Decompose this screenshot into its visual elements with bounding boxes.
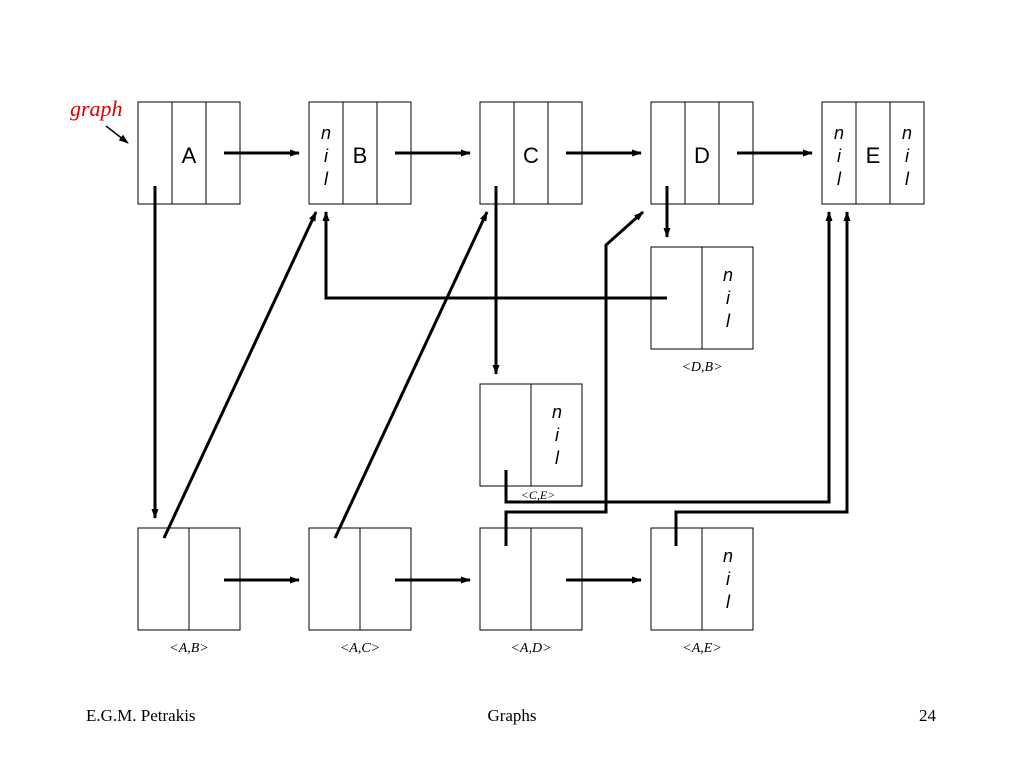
nil-letter: i: [324, 146, 329, 166]
nil-letter: n: [723, 265, 733, 285]
edge-label: <C,E>: [521, 488, 556, 502]
arrow-edge-db-to-b: [322, 211, 667, 300]
edge-node-a-c: <A,C>: [308, 527, 412, 656]
edge-node-a-e: n i l <A,E>: [650, 527, 754, 656]
vertex-label: A: [182, 143, 197, 168]
edge-label: <D,B>: [681, 360, 722, 375]
vertex-node-c: C: [479, 101, 583, 205]
graph-label: graph: [70, 96, 123, 121]
nil-letter: l: [905, 169, 910, 189]
edge-node-a-d: <A,D>: [479, 527, 583, 656]
nil-letter: n: [723, 546, 733, 566]
edge-label: <A,D>: [510, 641, 551, 656]
vertex-label: B: [353, 143, 368, 168]
nil-letter: n: [552, 402, 562, 422]
vertex-node-a: A: [137, 101, 241, 205]
nil-letter: l: [555, 448, 560, 468]
vertex-label: D: [694, 143, 710, 168]
arrow-edge-ab-to-b: [162, 211, 318, 539]
edge-node-a-b: <A,B>: [137, 527, 241, 656]
nil-letter: i: [726, 569, 731, 589]
edge-label: <A,C>: [340, 641, 380, 656]
graph-pointer-arrow: [105, 125, 129, 144]
edge-label: <A,B>: [169, 641, 209, 656]
nil-letter: i: [905, 146, 910, 166]
vertex-label: E: [866, 143, 881, 168]
nil-letter: n: [834, 123, 844, 143]
nil-letter: i: [837, 146, 842, 166]
nil-letter: i: [555, 425, 560, 445]
nil-letter: l: [726, 592, 731, 612]
footer-author: E.G.M. Petrakis: [86, 706, 196, 725]
edge-target-pointers: [162, 210, 851, 546]
adjacency-pointers: [151, 186, 671, 519]
nil-letter: i: [726, 288, 731, 308]
nil-letter: l: [324, 169, 329, 189]
nil-letter: l: [726, 311, 731, 331]
footer-title: Graphs: [487, 706, 537, 725]
arrow-edge-ce-to-e: [504, 211, 833, 504]
arrow-edge-ad-to-d: [504, 210, 644, 546]
nil-letter: n: [321, 123, 331, 143]
vertex-label: C: [523, 143, 539, 168]
edge-label: <A,E>: [682, 641, 722, 656]
edge-node-d-b: n i l <D,B>: [650, 246, 754, 375]
footer-page-number: 24: [919, 706, 936, 725]
nil-letter: n: [902, 123, 912, 143]
vertex-node-e: n i l E n i l: [821, 101, 925, 205]
arrow-edge-ae-to-e: [674, 211, 851, 546]
nil-letter: l: [837, 169, 842, 189]
edge-node-c-e: n i l <C,E>: [479, 383, 583, 502]
arrow-edge-ac-to-c: [333, 211, 489, 539]
